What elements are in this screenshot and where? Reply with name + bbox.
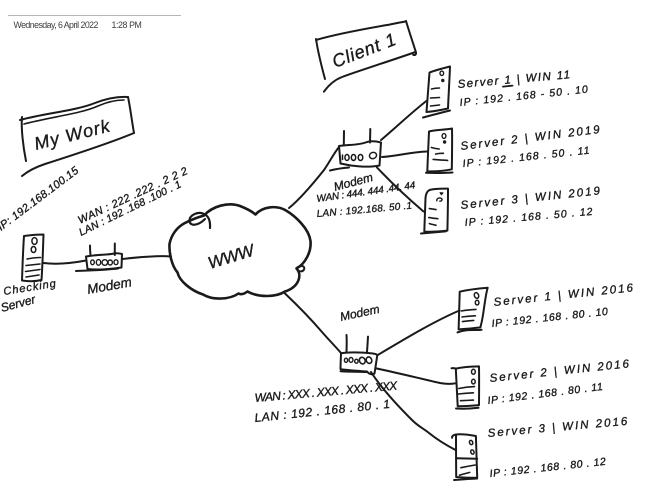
- svg-text:Wednesday, 6 April 2022: Wednesday, 6 April 2022: [14, 20, 99, 30]
- svg-text:1:28 PM: 1:28 PM: [112, 20, 142, 30]
